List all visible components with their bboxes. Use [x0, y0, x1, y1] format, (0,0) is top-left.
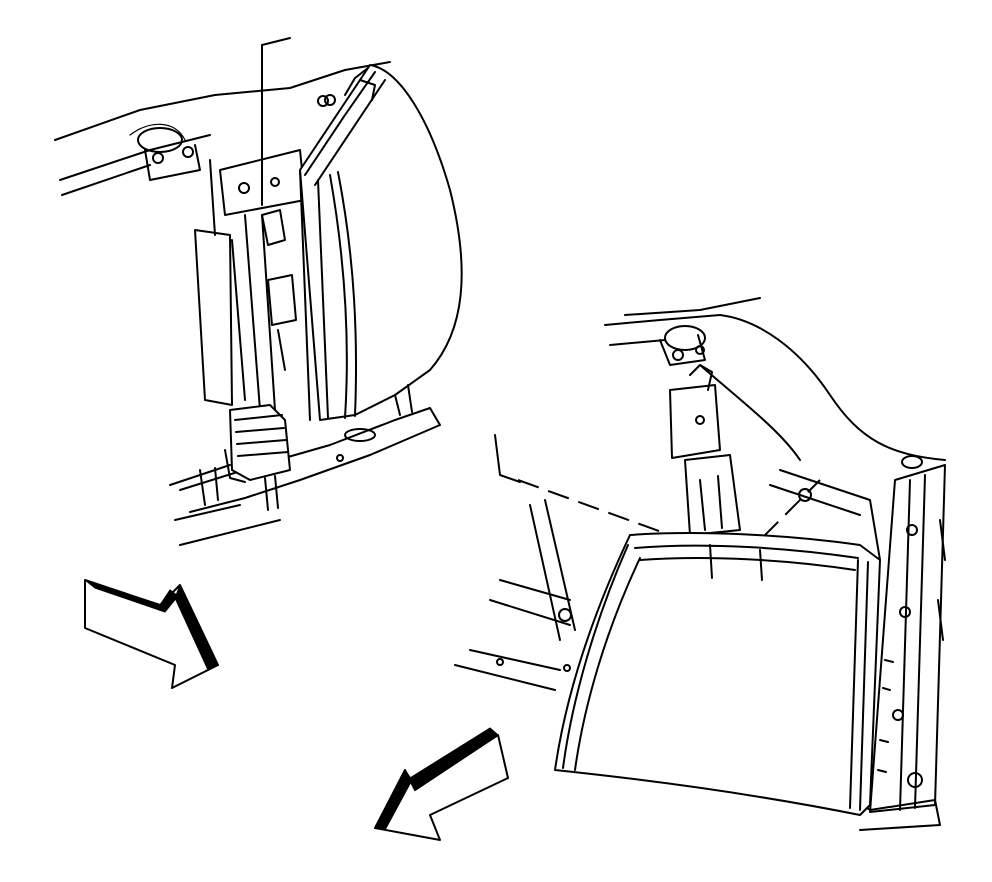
- removal-direction-arrow-lower-center: [374, 727, 509, 841]
- removal-direction-arrow-upper-left: [84, 579, 219, 689]
- upper-mounting-bracket: [669, 364, 881, 561]
- background-body-lines: [454, 499, 576, 691]
- fender-body-lines: [54, 61, 391, 196]
- headlamp-lens-removed: [554, 532, 881, 816]
- fender-body-lines-right: [604, 297, 946, 469]
- headlamp-installed-view: [54, 37, 463, 546]
- leader-line: [261, 37, 291, 206]
- headlamp-removed-view: [454, 297, 946, 831]
- headlamp-lens-installed: [299, 64, 463, 421]
- headlamp-connector: [224, 404, 291, 511]
- radiator-support-right: [849, 464, 946, 831]
- radiator-support-bracket: [194, 149, 306, 411]
- locator-leader-line: [494, 434, 521, 483]
- lower-mounting-rail: [169, 384, 441, 546]
